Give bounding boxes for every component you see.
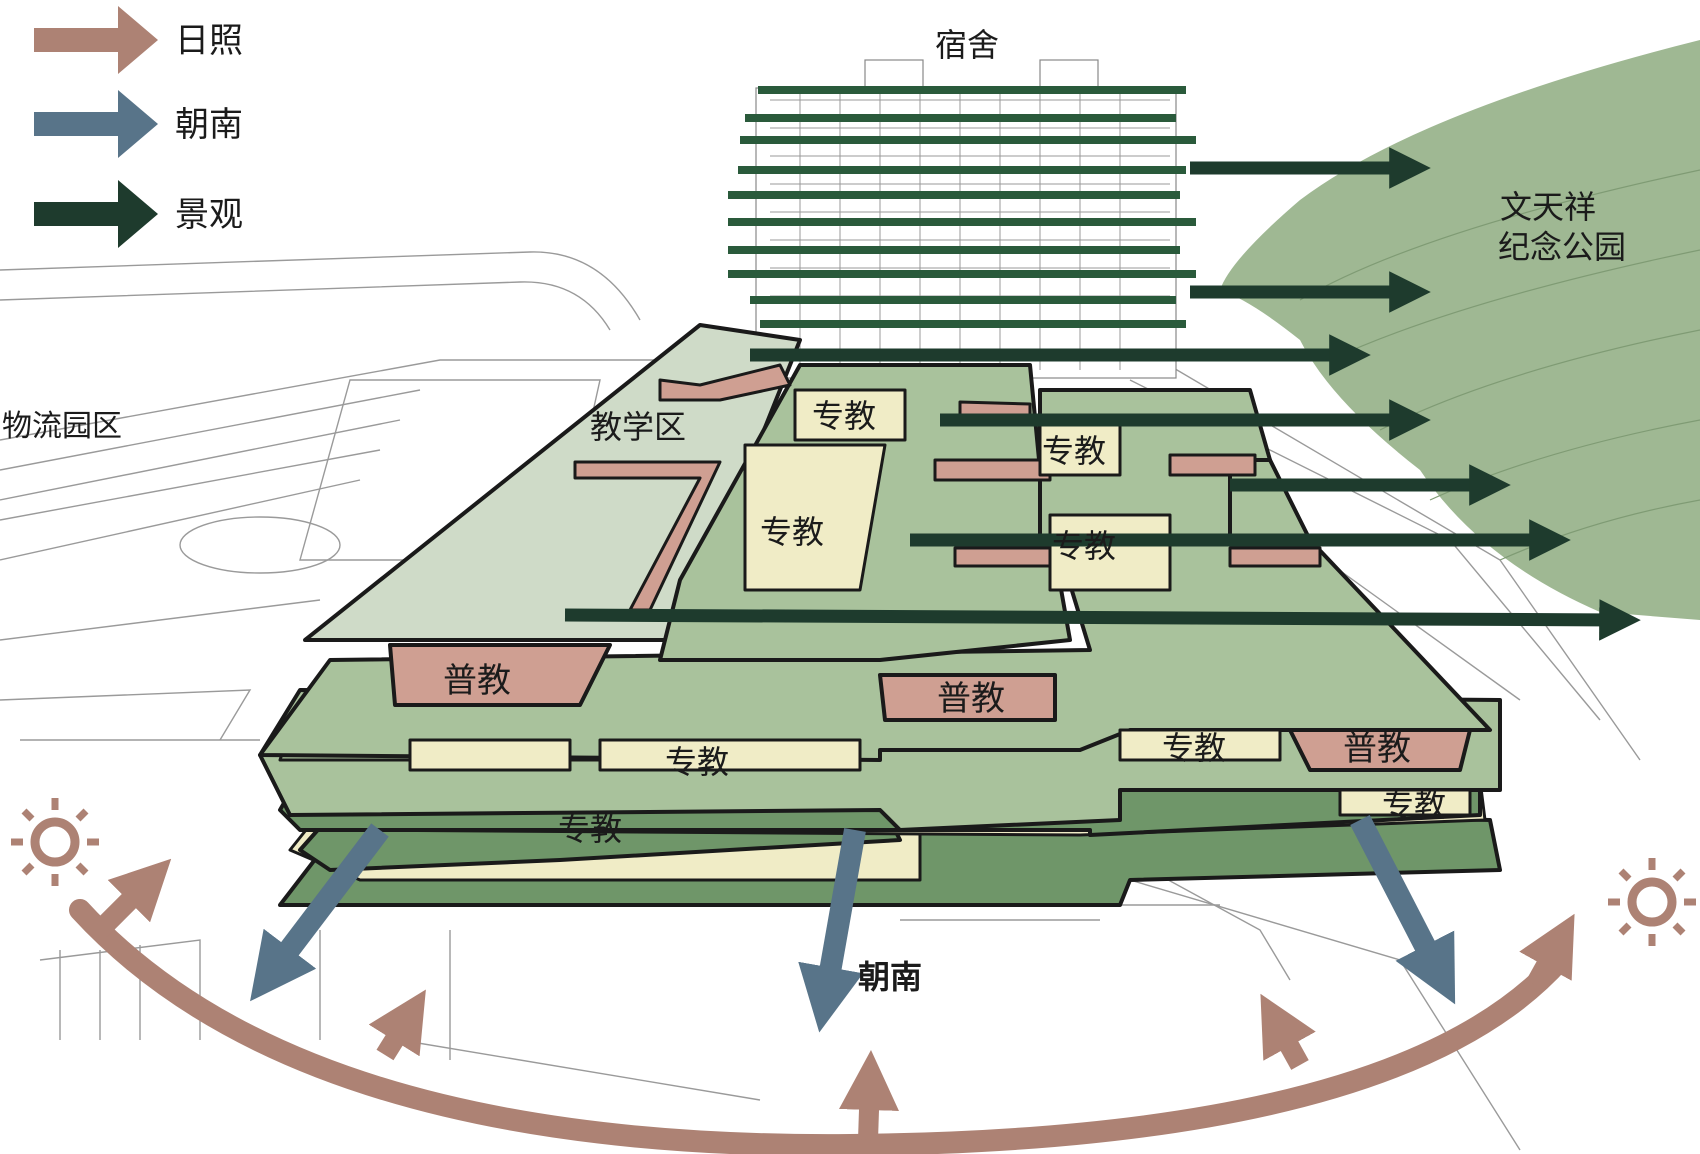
park-label-line1: 文天祥 bbox=[1500, 188, 1596, 226]
south-arrow-right bbox=[1350, 814, 1456, 1005]
legend-sunlight: 日照 bbox=[34, 6, 243, 74]
general-box-3 bbox=[1288, 728, 1472, 772]
arrow-icon bbox=[34, 90, 158, 158]
south-facing-label: 朝南 bbox=[858, 958, 922, 996]
legend: 日照 朝南 景观 bbox=[34, 6, 243, 248]
special-classroom-labels: 专教 专教 专教 专教 专教 专教 专教 专教 bbox=[558, 397, 1446, 848]
special-label: 专教 bbox=[1052, 527, 1116, 565]
special-box-8 bbox=[1338, 788, 1472, 817]
legend-south-facing: 朝南 bbox=[34, 90, 243, 158]
view-arrow-7 bbox=[564, 599, 1641, 641]
general-box-2 bbox=[878, 673, 1057, 722]
park-label-line2: 纪念公园 bbox=[1498, 228, 1626, 266]
south-facing-arrows bbox=[250, 814, 1456, 1033]
special-box-7 bbox=[1118, 728, 1282, 762]
teaching-zone-slab bbox=[303, 323, 802, 642]
diagram-labels: 宿舍 文天祥 纪念公园 物流园区 教学区 朝南 bbox=[2, 26, 1626, 996]
special-box-5 bbox=[408, 738, 572, 772]
special-box-3 bbox=[743, 443, 887, 592]
teaching-zone-label: 教学区 bbox=[590, 408, 686, 446]
special-box-2 bbox=[1038, 423, 1122, 477]
general-label: 普教 bbox=[937, 679, 1005, 719]
special-box-4 bbox=[1048, 513, 1172, 592]
sun-icon bbox=[11, 798, 99, 886]
legend-sunlight-label: 日照 bbox=[175, 21, 243, 61]
landscape-view-arrows bbox=[564, 147, 1641, 641]
south-arrow-center bbox=[798, 828, 866, 1033]
general-label: 普教 bbox=[443, 661, 511, 701]
sun-icon bbox=[1608, 858, 1696, 946]
legend-landscape-label: 景观 bbox=[175, 195, 243, 235]
sun-arc bbox=[69, 899, 1571, 1154]
general-classroom-labels: 普教 普教 普教 bbox=[443, 661, 1411, 769]
special-label: 专教 bbox=[665, 743, 729, 781]
arrow-icon bbox=[34, 6, 158, 74]
special-label: 专教 bbox=[558, 810, 622, 848]
general-box-1 bbox=[388, 643, 612, 707]
special-classroom-boxes bbox=[408, 388, 1472, 817]
special-box-1 bbox=[793, 388, 907, 442]
logistics-park-label: 物流园区 bbox=[2, 409, 122, 444]
special-label: 专教 bbox=[1382, 786, 1446, 824]
dormitory-tower bbox=[728, 59, 1196, 379]
teaching-building bbox=[258, 323, 1502, 907]
general-classroom-boxes bbox=[388, 643, 1472, 772]
special-label: 专教 bbox=[760, 513, 824, 551]
arrow-icon bbox=[34, 180, 158, 248]
sunlight-path bbox=[69, 899, 1571, 1154]
dormitory-label: 宿舍 bbox=[935, 26, 999, 64]
legend-south-facing-label: 朝南 bbox=[175, 105, 243, 145]
special-label: 专教 bbox=[1042, 432, 1106, 470]
special-label: 专教 bbox=[1162, 729, 1226, 767]
special-box-6 bbox=[598, 738, 862, 772]
general-label: 普教 bbox=[1343, 729, 1411, 769]
legend-landscape: 景观 bbox=[34, 180, 243, 248]
park-area bbox=[1220, 40, 1700, 620]
south-arrow-left bbox=[250, 823, 389, 1002]
special-label: 专教 bbox=[812, 397, 876, 435]
sunlight-arrows bbox=[92, 858, 1575, 1141]
